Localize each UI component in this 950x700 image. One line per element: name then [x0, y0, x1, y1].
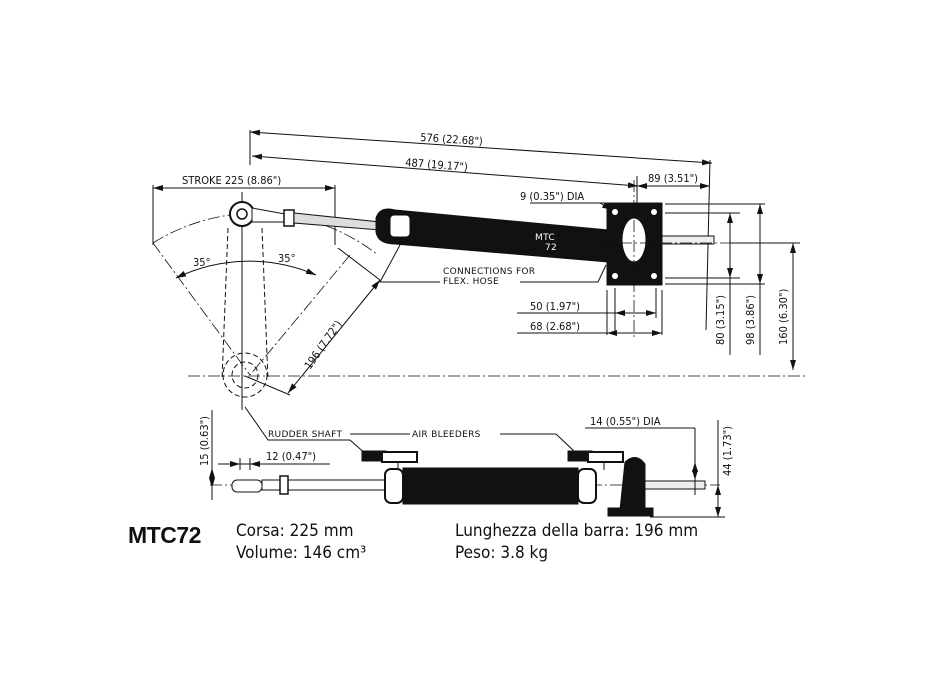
dim-pin-dia: 14 (0.55") DIA	[590, 415, 661, 428]
dim-height-44: 44 (1.73")	[721, 426, 734, 476]
dim-mount-offset: 89 (3.51")	[648, 172, 698, 185]
dim-clevis-12: 12 (0.47")	[266, 450, 316, 463]
rudder-shaft-label: RUDDER SHAFT	[268, 430, 342, 440]
dim-tiller-length: 196 (7.72")	[302, 318, 345, 372]
dim-center-length: 487 (19.17")	[405, 156, 469, 174]
dim-bracket-outer: 68 (2.68")	[530, 320, 580, 333]
dim-overall-length: 576 (22.68")	[420, 131, 483, 148]
angle-left: 35°	[193, 256, 211, 269]
dim-height-80: 80 (3.15")	[714, 295, 727, 345]
flex-hose-label: FLEX. HOSE	[443, 277, 499, 287]
air-bleeders-label: AIR BLEEDERS	[412, 430, 481, 440]
side-view: 15 (0.63") 12 (0.47") RUDDER SHAFT	[198, 406, 734, 518]
dim-hole-dia: 9 (0.35") DIA	[520, 190, 584, 203]
dim-height-98: 98 (3.86")	[744, 295, 757, 345]
model-name: MTC72	[128, 522, 201, 548]
dim-line-487	[251, 153, 639, 189]
spec-column-1: Corsa: 225 mm Volume: 146 cm³	[236, 520, 366, 564]
dim-height-160: 160 (6.30")	[777, 289, 790, 345]
spec-tiller-length: Lunghezza della barra: 196 mm	[455, 521, 699, 541]
spec-volume: Volume: 146 cm³	[236, 543, 367, 563]
spec-column-2: Lunghezza della barra: 196 mm Peso: 3.8 …	[455, 520, 698, 564]
cylinder-mark-mtc: MTC	[535, 233, 555, 243]
angle-right: 35°	[278, 252, 296, 265]
spec-weight: Peso: 3.8 kg	[455, 543, 549, 563]
connections-label: CONNECTIONS FOR	[443, 267, 535, 277]
dim-stroke: STROKE 225 (8.86")	[182, 174, 281, 187]
dim-offset-15: 15 (0.63")	[198, 416, 211, 466]
spec-stroke: Corsa: 225 mm	[236, 521, 354, 541]
dim-bracket-inner: 50 (1.97")	[530, 300, 580, 313]
top-view: 576 (22.68") 487 (19.17") 89 (3.51") STR…	[152, 129, 808, 410]
cylinder-mark-72: 72	[545, 243, 557, 253]
